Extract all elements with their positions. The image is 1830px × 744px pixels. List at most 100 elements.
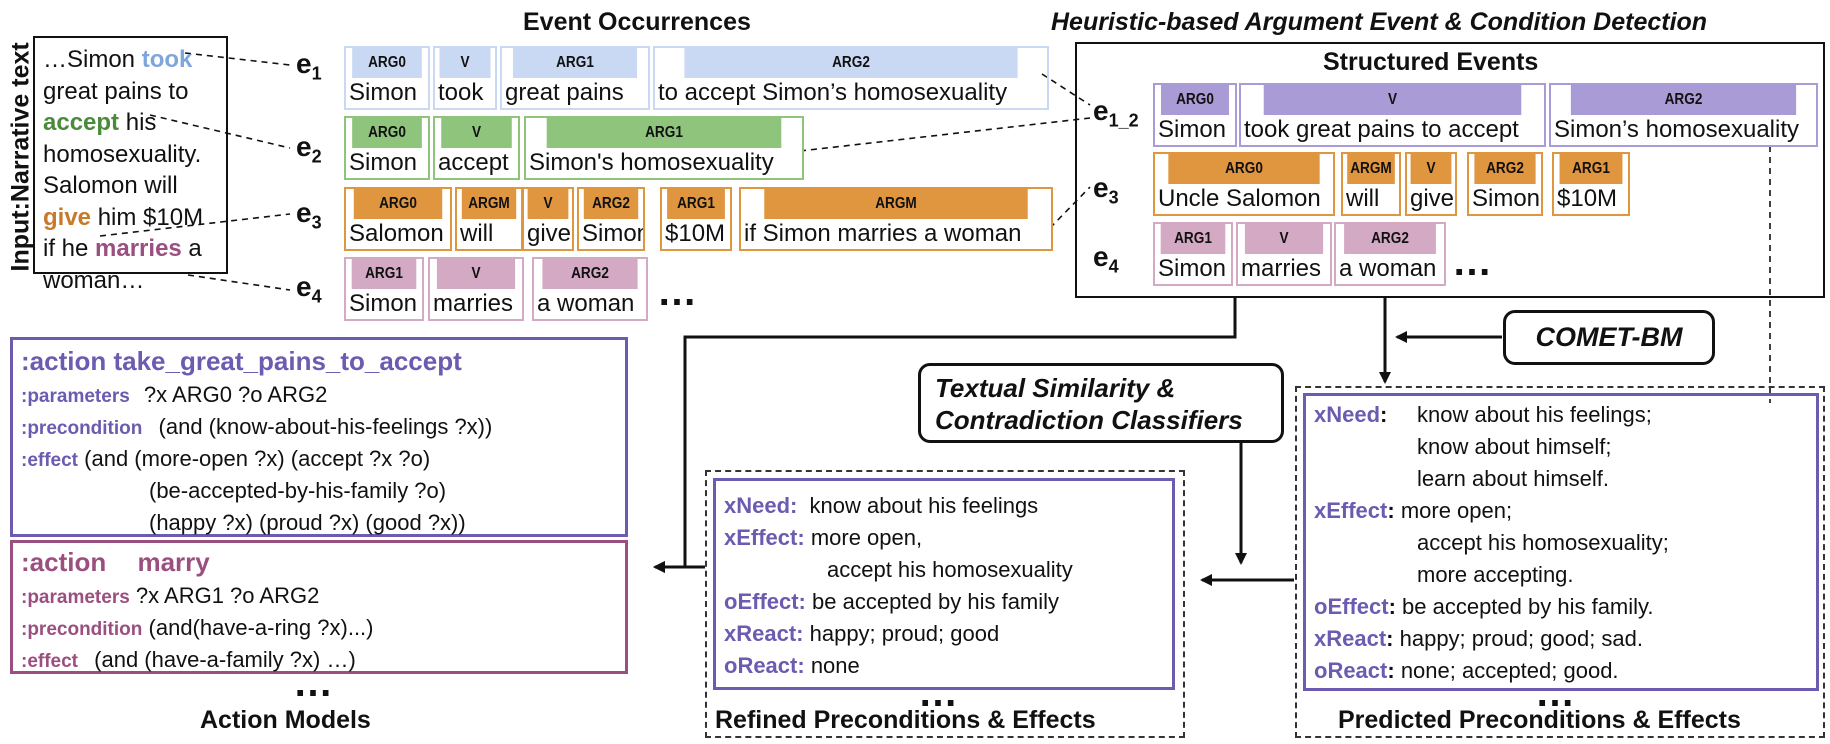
structured-events-box: [1075, 42, 1825, 298]
xeffect-key: xEffect: [1314, 498, 1388, 523]
occurrences-ellipsis: …: [657, 270, 697, 314]
action-model-2: :action marry :parameters ?x ARG1 ?o ARG…: [10, 540, 628, 674]
parameters-value: ?x ARG1 ?o ARG2: [135, 583, 320, 608]
xeffect-value-2: accept his homosexuality: [827, 557, 1073, 582]
refined-outer: [705, 470, 1185, 738]
colon: :: [1380, 402, 1388, 427]
effect-keyword: :effect: [21, 651, 79, 672]
xeffect-value: more open,: [810, 525, 923, 550]
action-keyword: :action: [21, 346, 107, 376]
parameters-keyword: :parameters: [21, 587, 130, 608]
narr-text: him $10M: [91, 203, 204, 231]
action-name: marry: [137, 547, 210, 577]
predicted-ellipsis: …: [1535, 671, 1575, 715]
xreact-value: happy; proud; good; sad.: [1399, 626, 1644, 651]
effect-value-2: (be-accepted-by-his-family ?o): [149, 478, 447, 503]
structured-ellipsis: …: [1452, 240, 1492, 284]
verb-accept: accept: [43, 109, 120, 136]
narr-text: a: [181, 235, 202, 262]
oeffect-value: be accepted by his family: [812, 589, 1060, 614]
verb-give: give: [43, 203, 92, 231]
narr-text: …Simon: [43, 46, 142, 73]
srl-e3-arg1: ARG1$10M: [660, 187, 732, 251]
predicted-outer: [1295, 386, 1825, 738]
comet-bm-box: COMET-BM: [1503, 310, 1715, 365]
xneed-key: xNeed: [1314, 402, 1381, 427]
comet-bm-label: COMET-BM: [1535, 322, 1683, 352]
colon: :: [1387, 658, 1395, 683]
refined-box: xNeed: know about his feelings xEffect: …: [713, 478, 1175, 690]
colon: :: [1386, 626, 1394, 651]
xneed-value-1: know about his feelings;: [1417, 402, 1652, 427]
colon: :: [1388, 594, 1396, 619]
event-occurrences-title: Event Occurrences: [523, 8, 751, 36]
effect-value-3: (happy ?x) (proud ?x) (good ?x)): [149, 510, 466, 535]
xeffect-value-2: accept his homosexuality;: [1417, 530, 1669, 555]
verb-marries: marries: [95, 235, 182, 262]
event-id-e2: e2: [296, 131, 322, 167]
heuristic-title: Heuristic-based Argument Event & Conditi…: [1051, 8, 1708, 36]
xreact-key: xReact: [1314, 626, 1387, 651]
oreact-value: none; accepted; good.: [1400, 658, 1619, 683]
xneed-key: xNeed:: [724, 493, 798, 518]
structured-events-title: Structured Events: [1323, 48, 1539, 76]
narr-text: woman…: [43, 266, 145, 294]
action-keyword: :action: [21, 547, 107, 577]
narr-text: great pains to: [43, 77, 189, 105]
event-id-e1: e1: [296, 48, 322, 84]
predicted-title: Predicted Preconditions & Effects: [1338, 706, 1741, 734]
predicted-box: xNeed: know about his feelings; know abo…: [1303, 393, 1819, 691]
parameters-keyword: :parameters: [21, 386, 130, 407]
precondition-value: (and(have-a-ring ?x)...): [148, 615, 374, 640]
event-id-e4: e4: [296, 271, 322, 307]
xeffect-value-1: more open;: [1400, 498, 1513, 523]
xneed-value: know about his feelings: [809, 493, 1039, 518]
narr-text: his: [119, 109, 157, 136]
event-id-e1-2: e1_2: [1093, 95, 1139, 131]
oeffect-key: oEffect:: [724, 589, 806, 614]
event-id-e3: e3: [296, 197, 322, 233]
dashed-links: [99, 52, 1771, 403]
narr-text: homosexuality.: [43, 140, 202, 168]
input-label: Input:Narrative text: [6, 42, 35, 272]
precondition-keyword: :precondition: [21, 619, 143, 640]
oeffect-value: be accepted by his family.: [1402, 594, 1654, 619]
refined-title: Refined Preconditions & Effects: [715, 706, 1096, 734]
action-model-1: :action take_great_pains_to_accept :para…: [10, 337, 628, 537]
narr-text: Salomon will: [43, 172, 178, 199]
colon: :: [1387, 498, 1395, 523]
srl-e3-argm: ARGM will: [455, 187, 523, 251]
refined-ellipsis: …: [918, 671, 958, 715]
xeffect-key: xEffect:: [724, 525, 805, 550]
flow-arrows: [653, 296, 1502, 586]
action-models-title: Action Models: [200, 706, 371, 734]
effect-value: (and (more-open ?x) (accept ?x ?o): [84, 446, 431, 471]
precondition-keyword: :precondition: [21, 418, 143, 439]
narrative-text-box: …Simon took great pains to accept his ho…: [33, 36, 228, 294]
effect-keyword: :effect: [21, 450, 79, 471]
xreact-key: xReact:: [724, 621, 804, 646]
parameters-value: ?x ARG0 ?o ARG2: [143, 382, 328, 407]
oreact-value: none: [810, 653, 860, 678]
xneed-value-3: learn about himself.: [1417, 466, 1609, 491]
action-name: take_great_pains_to_accept: [113, 346, 462, 376]
